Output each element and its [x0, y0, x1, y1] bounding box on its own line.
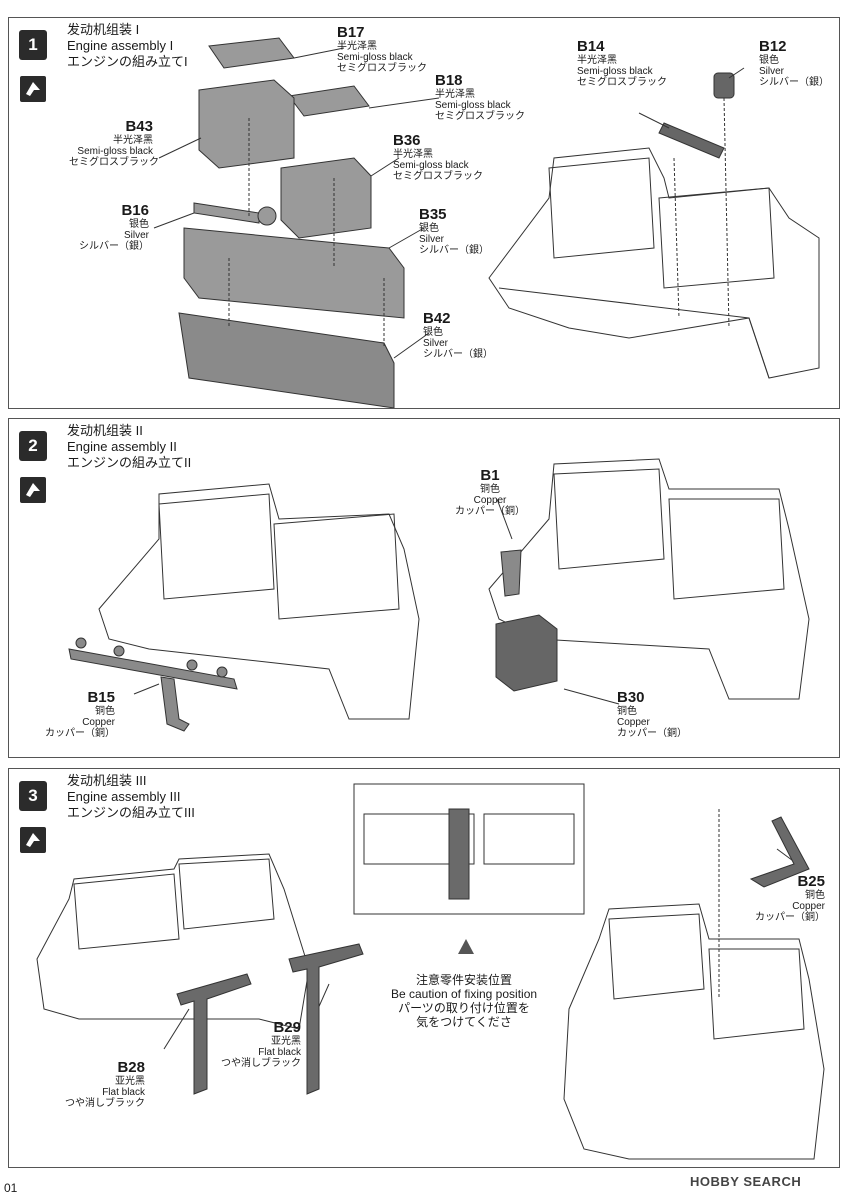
step-1-panel: 1 发动机组装 I Engine assembly I エンジンの組み立てI [8, 17, 840, 409]
part-label-b15: B15 铜色 Copper カッパー（銅） [45, 689, 115, 739]
title-en: Engine assembly III [67, 789, 181, 804]
title-jp: エンジンの組み立てII [67, 455, 192, 470]
step-number: 3 [19, 781, 47, 811]
part-label-b1: B1 铜色 Copper カッパー（銅） [455, 467, 525, 517]
part-label-b29: B29 亚光黑 Flat black つや消しブラック [221, 1019, 301, 1069]
title-cn: 发动机组装 I [67, 22, 140, 37]
title-en: Engine assembly I [67, 38, 174, 53]
caution-fold-icon [20, 76, 46, 102]
page-number: 01 [4, 1181, 18, 1195]
part-label-b35: B35 银色 Silver シルバー（銀） [419, 206, 489, 256]
part-label-b30: B30 铜色 Copper カッパー（銅） [617, 689, 687, 739]
part-label-b36: B36 半光泽黑 Semi-gloss black セミグロスブラック [393, 132, 483, 182]
part-label-b17: B17 半光泽黑 Semi-gloss black セミグロスブラック [337, 24, 427, 74]
step-3-panel: 3 发动机组装 III Engine assembly III エンジンの組み立… [8, 768, 840, 1168]
part-label-b18: B18 半光泽黑 Semi-gloss black セミグロスブラック [435, 72, 525, 122]
part-label-b14: B14 半光泽黑 Semi-gloss black セミグロスブラック [577, 38, 667, 88]
title-cn: 发动机组装 II [67, 423, 143, 438]
step-2-illustration [68, 458, 810, 732]
step-number: 1 [19, 30, 47, 60]
part-label-b12: B12 银色 Silver シルバー（銀） [759, 38, 829, 88]
part-label-b42: B42 银色 Silver シルバー（銀） [423, 310, 493, 360]
watermark-logo: HOBBY SEARCH [690, 1174, 802, 1189]
step-title: 发动机组装 III Engine assembly III エンジンの組み立てI… [67, 773, 195, 821]
step-3-illustration [36, 783, 825, 1160]
step-number: 2 [19, 431, 47, 461]
step-2-panel: 2 发动机组装 II Engine assembly II エンジンの組み立てI… [8, 418, 840, 758]
step-title: 发动机组装 I Engine assembly I エンジンの組み立てI [67, 22, 188, 70]
step-1-illustration [153, 37, 820, 408]
caution-note: 注意零件安装位置 Be caution of fixing position パ… [390, 973, 538, 1029]
caution-fold-icon [20, 827, 46, 853]
title-jp: エンジンの組み立てI [67, 54, 188, 69]
part-label-b25: B25 铜色 Copper カッパー（銅） [755, 873, 825, 923]
step-title: 发动机组装 II Engine assembly II エンジンの組み立てII [67, 423, 191, 471]
part-label-b16: B16 银色 Silver シルバー（銀） [79, 202, 149, 252]
title-cn: 发动机组装 III [67, 773, 147, 788]
part-label-b43: B43 半光泽黑 Semi-gloss black セミグロスブラック [69, 118, 159, 168]
title-jp: エンジンの組み立てIII [67, 805, 195, 820]
caution-fold-icon [20, 477, 46, 503]
part-label-b28: B28 亚光黑 Flat black つや消しブラック [65, 1059, 145, 1109]
title-en: Engine assembly II [67, 439, 177, 454]
